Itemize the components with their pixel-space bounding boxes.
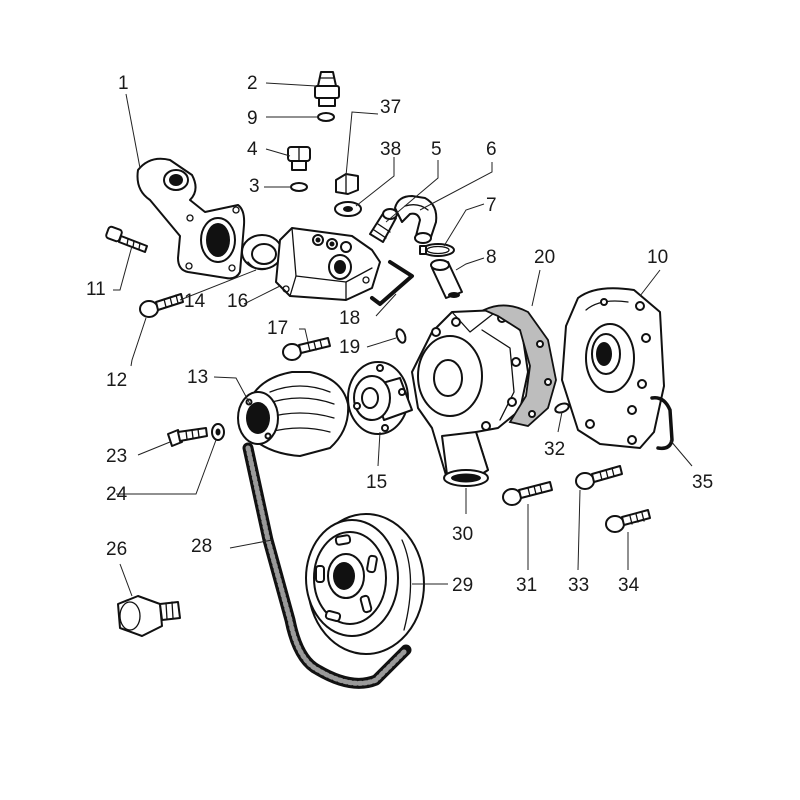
drive-belt[interactable] <box>242 442 412 689</box>
label-34: 34 <box>618 575 640 596</box>
label-31: 31 <box>516 575 537 596</box>
label-32: 32 <box>544 439 565 460</box>
pump-hub[interactable] <box>347 361 413 435</box>
label-33: 33 <box>568 575 589 596</box>
label-6: 6 <box>486 139 497 160</box>
label-30: 30 <box>452 524 473 545</box>
label-17: 17 <box>267 318 288 339</box>
label-24: 24 <box>106 484 128 505</box>
sealing-washer[interactable] <box>334 201 362 217</box>
hose-union[interactable] <box>369 208 398 243</box>
washer-24[interactable] <box>211 423 225 441</box>
bolt-34[interactable] <box>605 509 651 533</box>
label-19: 19 <box>339 337 360 358</box>
label-11: 11 <box>86 279 106 300</box>
label-13: 13 <box>187 367 208 388</box>
cover-gasket[interactable] <box>650 396 674 451</box>
crankshaft-pulley[interactable] <box>305 513 425 655</box>
bolt-12[interactable] <box>139 293 184 318</box>
hex-nut[interactable] <box>335 173 359 195</box>
label-26: 26 <box>106 539 127 560</box>
label-7: 7 <box>486 195 497 216</box>
label-10: 10 <box>647 247 668 268</box>
label-23: 23 <box>106 446 127 467</box>
fan-pulley[interactable] <box>237 371 350 457</box>
water-pump-body[interactable] <box>411 309 529 487</box>
washer-9[interactable] <box>317 112 335 122</box>
bolt-11[interactable] <box>105 225 148 253</box>
pump-gasket[interactable] <box>481 304 557 427</box>
dowel-32[interactable] <box>554 402 570 414</box>
elbow-hose[interactable] <box>394 195 438 244</box>
label-3: 3 <box>249 176 260 197</box>
bleed-screw[interactable] <box>314 71 340 107</box>
hose-sleeve[interactable] <box>430 259 463 299</box>
leader-lines <box>113 82 693 597</box>
plug-screw[interactable] <box>287 146 311 171</box>
label-16: 16 <box>227 291 248 312</box>
thermostat-housing-elbow[interactable] <box>136 157 246 280</box>
rear-cover-plate[interactable] <box>561 287 665 449</box>
label-28: 28 <box>191 536 212 557</box>
thermostat[interactable] <box>241 234 283 271</box>
label-37: 37 <box>380 97 401 118</box>
label-14: 14 <box>184 291 206 312</box>
label-1: 1 <box>118 73 129 94</box>
bolt-23[interactable] <box>167 427 208 447</box>
label-20: 20 <box>534 247 555 268</box>
label-8: 8 <box>486 247 497 268</box>
hose-clip[interactable] <box>419 243 455 257</box>
label-18: 18 <box>339 308 360 329</box>
bolt-17[interactable] <box>282 337 331 361</box>
label-15: 15 <box>366 472 387 493</box>
bent-pin[interactable] <box>370 260 414 306</box>
thermostat-cover[interactable] <box>275 227 381 301</box>
crankshaft-bolt[interactable] <box>117 595 181 637</box>
bolt-33[interactable] <box>575 465 623 490</box>
part-labels: 1 2 9 37 4 38 5 6 3 7 8 20 10 11 14 16 1… <box>86 73 713 596</box>
label-2: 2 <box>247 73 258 94</box>
label-12: 12 <box>106 370 127 391</box>
label-38: 38 <box>380 139 401 160</box>
label-4: 4 <box>247 139 258 160</box>
label-29: 29 <box>452 575 473 596</box>
label-35: 35 <box>692 472 713 493</box>
label-9: 9 <box>247 108 258 129</box>
washer-3[interactable] <box>290 182 308 192</box>
label-5: 5 <box>431 139 442 160</box>
dowel-19[interactable] <box>395 328 407 344</box>
bolt-31[interactable] <box>502 481 553 506</box>
